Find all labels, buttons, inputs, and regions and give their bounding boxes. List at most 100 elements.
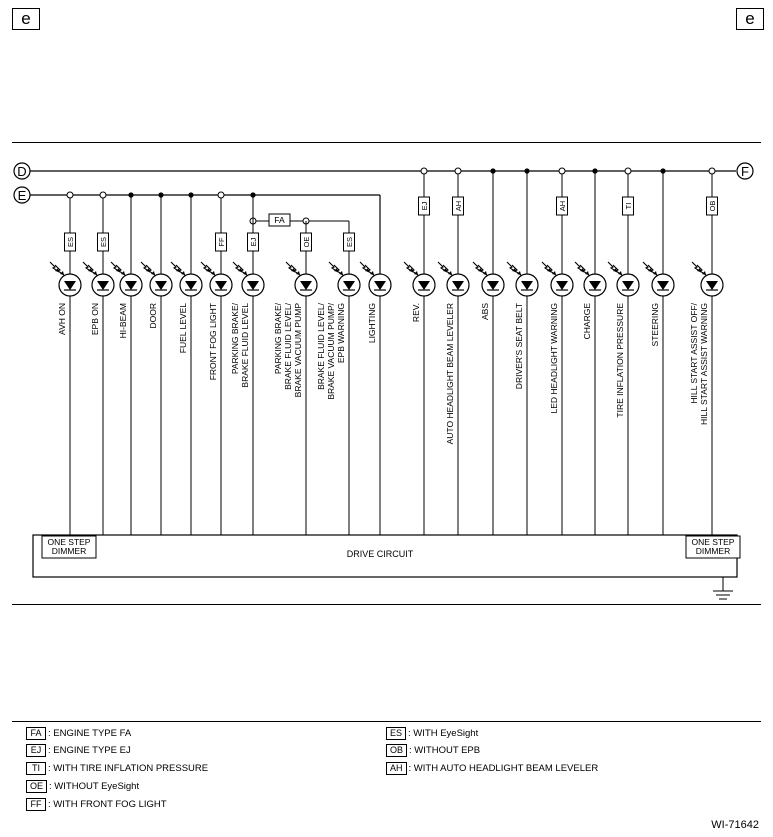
indicator-13-light-arrows xyxy=(506,261,522,276)
indicator-12-junction xyxy=(490,168,496,174)
indicator-16-lamp-diode xyxy=(622,281,634,290)
indicator-5-junction xyxy=(217,191,225,199)
indicator-15-light-arrows xyxy=(574,261,590,276)
indicator-9-light-arrows-head-1 xyxy=(370,271,374,275)
indicator-14-light-arrows-head-1 xyxy=(552,271,556,275)
legend-code-ej: EJ xyxy=(26,744,46,757)
indicator-2-light-arrows xyxy=(110,261,126,276)
indicator-4-light-arrows xyxy=(170,261,186,276)
indicator-2-junction xyxy=(128,192,134,198)
indicator-0-lamp-diode xyxy=(64,281,76,290)
indicator-11-junction xyxy=(454,167,462,175)
page-tag-left: e xyxy=(12,8,40,30)
indicator-8-code-box xyxy=(343,232,355,252)
indicator-8-light-arrows xyxy=(328,261,344,276)
fa-code-box xyxy=(268,213,291,227)
indicator-16-code-box xyxy=(622,196,634,216)
indicator-16-light-arrows-head-1 xyxy=(618,271,622,275)
legend-text-ah: : WITH AUTO HEADLIGHT BEAM LEVELER xyxy=(408,763,599,774)
indicator-5-light-arrows-head-1 xyxy=(211,271,215,275)
indicator-12-lamp-diode xyxy=(487,281,499,290)
indicator-16-code-label: TI xyxy=(624,203,633,210)
indicator-1-junction xyxy=(99,191,107,199)
indicator-6-light-arrows xyxy=(232,261,248,276)
indicator-3-label-0: DOOR xyxy=(148,303,158,329)
indicator-10-code-box xyxy=(418,196,430,216)
legend-code-ff: FF xyxy=(26,798,46,811)
bottom-divider xyxy=(12,604,761,605)
indicator-6-code-box xyxy=(247,232,259,252)
indicator-7-light-arrows-head-1 xyxy=(296,271,300,275)
indicator-7-label-0: PARKING BRAKE/ xyxy=(273,302,283,374)
indicator-10-code-label: EJ xyxy=(420,201,429,210)
figure-reference: WI-71642 xyxy=(711,819,759,831)
indicator-16-light-arrows xyxy=(607,261,623,276)
indicator-18-code-label: OB xyxy=(708,201,717,212)
indicator-9-light-arrows xyxy=(359,261,375,276)
indicator-8-label-0: BRAKE FLUID LEVEL/ xyxy=(316,302,326,390)
indicator-17-lamp-diode xyxy=(657,281,669,290)
indicator-2-lamp-diode xyxy=(125,281,137,290)
indicator-15-light-arrows-head-1 xyxy=(585,271,589,275)
indicator-0-light-arrows-head-1 xyxy=(60,271,64,275)
indicator-7-light-arrows xyxy=(285,261,301,276)
indicator-13-label-0: DRIVER'S SEAT BELT xyxy=(514,303,524,389)
indicator-15-junction xyxy=(592,168,598,174)
indicator-11-label-0: AUTO HEADLIGHT BEAM LEVELER xyxy=(445,303,455,444)
indicator-7-code-label: OE xyxy=(302,237,311,248)
legend-item-oe: OE: WITHOUT EyeSight xyxy=(26,780,139,794)
drive-circuit-box xyxy=(32,534,738,578)
indicator-8-label-1: BRAKE VACUUM PUMP/ xyxy=(326,302,336,399)
indicator-1-light-arrows-head-1 xyxy=(93,271,97,275)
one-step-dimmer-left-label-1: ONE STEP xyxy=(48,537,91,547)
indicator-18-label-1: HILL START ASSIST WARNING xyxy=(699,303,709,425)
fa-code-label: FA xyxy=(274,215,285,225)
indicator-16-junction xyxy=(624,167,632,175)
indicator-13-lamp-diode xyxy=(521,281,533,290)
indicator-18-junction xyxy=(708,167,716,175)
one-step-dimmer-right-label-1: ONE STEP xyxy=(692,537,735,547)
indicator-12-label-0: ABS xyxy=(480,303,490,320)
legend-text-es: : WITH EyeSight xyxy=(408,728,479,739)
indicator-7-code-box xyxy=(300,232,312,252)
indicator-4-label-0: FUEL LEVEL xyxy=(178,303,188,354)
indicator-6-label-0: PARKING BRAKE/ xyxy=(230,302,240,374)
legend-text-oe: : WITHOUT EyeSight xyxy=(49,781,140,792)
connector-e-circle xyxy=(13,186,31,204)
indicator-12-light-arrows xyxy=(472,261,488,276)
indicator-8-lamp-diode xyxy=(343,281,355,290)
indicator-11-light-arrows xyxy=(437,261,453,276)
legend-item-ah: AH: WITH AUTO HEADLIGHT BEAM LEVELER xyxy=(386,762,598,776)
indicator-4-lamp-diode xyxy=(185,281,197,290)
connector-d-label: D xyxy=(17,164,26,179)
legend-code-ob: OB xyxy=(386,744,408,757)
indicator-7-label-1: BRAKE FLUID LEVEL/ xyxy=(283,302,293,390)
one-step-dimmer-right-box xyxy=(685,535,741,559)
indicator-17-label-0: STEERING xyxy=(650,303,660,346)
indicator-4-light-arrows-head-1 xyxy=(181,271,185,275)
indicator-0-junction xyxy=(66,191,74,199)
one-step-dimmer-left-label-2: DIMMER xyxy=(52,546,86,556)
indicator-0-code-box xyxy=(64,232,76,252)
indicator-10-label-0: REV. xyxy=(411,303,421,322)
legend-text-fa: : ENGINE TYPE FA xyxy=(48,728,132,739)
indicator-11-code-box xyxy=(452,196,464,216)
indicator-14-junction xyxy=(558,167,566,175)
legend-item-ti: TI: WITH TIRE INFLATION PRESSURE xyxy=(26,762,208,776)
indicator-13-junction xyxy=(524,168,530,174)
indicator-6-light-arrows-head-1 xyxy=(243,271,247,275)
legend-text-ej: : ENGINE TYPE EJ xyxy=(48,745,131,756)
indicator-18-light-arrows-head-1 xyxy=(702,271,706,275)
legend-text-ob: : WITHOUT EPB xyxy=(409,745,481,756)
page-tag-right: e xyxy=(736,8,764,30)
indicator-15-label-0: CHARGE xyxy=(582,303,592,340)
indicator-0-light-arrows xyxy=(49,261,65,276)
indicator-8-light-arrows-head-1 xyxy=(339,271,343,275)
legend-code-ah: AH xyxy=(386,762,407,775)
indicator-1-code-label: ES xyxy=(99,237,108,247)
indicator-14-light-arrows xyxy=(541,261,557,276)
indicator-2-light-arrows-head-1 xyxy=(121,271,125,275)
one-step-dimmer-left-box xyxy=(41,535,97,559)
indicator-16-label-0: TIRE INFLATION PRESSURE xyxy=(615,303,625,418)
